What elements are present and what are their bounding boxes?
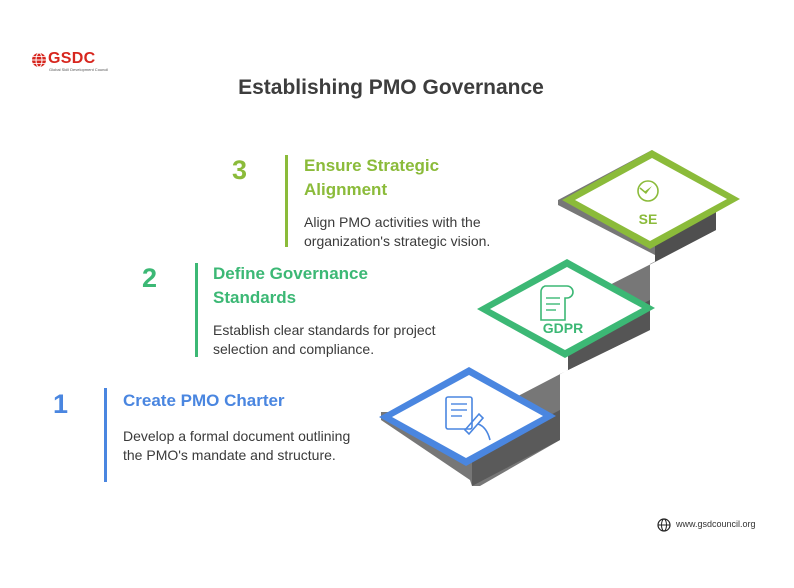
gsdc-logo: GSDC Global Skill Development Council	[31, 50, 109, 73]
page-title: Establishing PMO Governance	[238, 76, 544, 99]
logo-tagline: Global Skill Development Council	[49, 67, 109, 72]
step-1-number: 1	[53, 389, 69, 419]
logo-wordmark: GSDC	[48, 50, 96, 67]
step-2-icon-label: GDPR	[543, 320, 583, 336]
step-1-divider	[104, 388, 107, 482]
globe-logo-icon	[32, 52, 46, 68]
step-2-tile	[477, 259, 655, 358]
document-pen-icon	[445, 396, 491, 441]
step-3-number: 3	[232, 155, 248, 185]
step-2-divider	[195, 263, 198, 357]
gdpr-scroll-icon	[540, 285, 574, 321]
step-3-divider	[285, 155, 288, 247]
footer-link[interactable]: www.gsdcouncil.org	[656, 517, 776, 533]
step-2-description: Establish clear standards for project se…	[213, 322, 436, 357]
step-2-number: 2	[142, 263, 158, 293]
step-1-description: Develop a formal document outlining the …	[123, 428, 351, 463]
compass-icon	[637, 180, 659, 202]
step-2-title: Define Governance Standards	[213, 264, 368, 307]
globe-icon	[657, 518, 671, 532]
step-3-title: Ensure Strategic Alignment	[304, 156, 440, 199]
stair-dark-face	[472, 410, 560, 486]
footer-url[interactable]: www.gsdcouncil.org	[676, 519, 756, 529]
step-3-tile	[562, 150, 740, 249]
step-3-icon-label: SE	[639, 211, 658, 227]
step-1-title: Create PMO Charter	[123, 391, 285, 410]
step-1-tile	[379, 367, 556, 466]
step-3-description: Align PMO activities with the organizati…	[304, 214, 491, 249]
